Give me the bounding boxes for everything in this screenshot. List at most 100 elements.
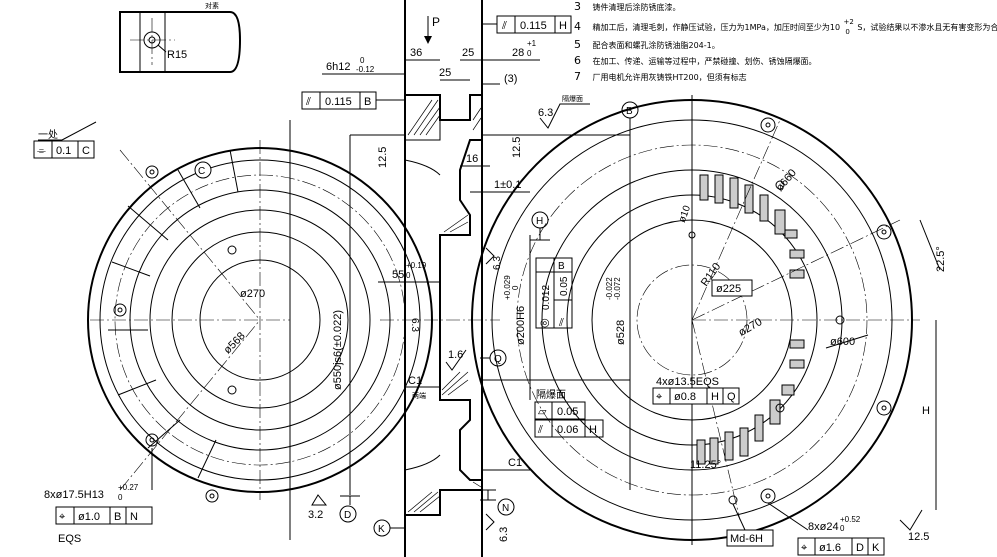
dia225-label: ø225: [716, 283, 741, 295]
ang1125-label: 11.25°: [690, 459, 721, 471]
holes4-label: 4xø13.5EQS: [656, 376, 719, 388]
dim16: 16: [466, 153, 478, 165]
frame-c-datum: C: [82, 145, 90, 157]
dia528-label: ø528: [615, 320, 627, 345]
fins: [696, 174, 805, 465]
balloon-k: K: [373, 519, 391, 537]
svg-text:ø1.6: ø1.6: [819, 542, 841, 554]
yichu-label: 一处: [38, 129, 58, 141]
dia568-label: ø568: [222, 330, 248, 356]
dia600-label: ø600: [830, 336, 855, 348]
svg-text:6 在加工、传递、运输等过程中，严禁碰撞、划伤、: 6 在加工、传递、运输等过程中，严禁碰撞、划伤、锈蚀隔爆面。: [574, 54, 817, 67]
frame-b: ⫽ 0.115 B: [301, 91, 377, 110]
svg-text:H: H: [536, 216, 543, 227]
dim63-bot: 6.3: [498, 527, 510, 542]
svg-text:⌖: ⌖: [656, 391, 662, 403]
note-4-sup: +2: [844, 18, 854, 26]
dim25b: 25: [462, 47, 474, 59]
note-3-num: 3: [574, 0, 581, 13]
note-5-text: 配合表面和螺孔涂防锈油脂204-1。: [593, 40, 720, 50]
svg-text:7 厂用电机允许用灰铸铁HT200，但须有标志: 7 厂用电机允许用灰铸铁HT200，但须有标志: [574, 70, 747, 83]
svg-text:⌖: ⌖: [801, 542, 807, 554]
holes24-label: 8xø24: [808, 521, 839, 533]
balloon-n: N: [497, 498, 515, 516]
liangduan-label: 两端: [412, 391, 426, 400]
svg-text:▱: ▱: [538, 406, 547, 418]
note-5-num: 5: [574, 38, 581, 51]
rough125-label: 12.5: [908, 531, 929, 543]
dim36: 36: [410, 47, 422, 59]
dia528-lo: -0.072: [613, 277, 622, 300]
dim55-lo: 0: [406, 271, 411, 280]
dim55-up: +0.19: [406, 261, 427, 270]
frame-bn: ⌖ ø1.0 B N: [55, 506, 153, 525]
r125-left: 12.5: [377, 147, 389, 168]
dim28-tol: +1: [527, 39, 537, 48]
note-3-text: 铸件清理后涂防锈底漆。: [593, 2, 681, 12]
svg-text:N: N: [502, 503, 509, 514]
geba-label: 隔爆面: [536, 389, 566, 401]
r15-label: R15: [167, 49, 187, 61]
frame-hq: ⌖ ø0.8 H Q: [652, 387, 740, 405]
svg-text:5 配合表面和螺孔涂防锈油脂204-1。: 5 配合表面和螺孔涂防锈油脂204-1。: [574, 38, 720, 51]
dim28: 28: [512, 47, 524, 59]
frame-bn-d1: B: [114, 511, 121, 523]
ang225-label: 22.5°: [935, 246, 947, 272]
dim6h12-up: 0: [360, 56, 365, 65]
eqs-label: EQS: [58, 533, 81, 545]
c1a-label: C1: [408, 375, 422, 387]
dia10-label: ø10: [677, 204, 693, 224]
c1b-label: C1: [508, 457, 522, 469]
svg-text:H: H: [589, 424, 597, 436]
holes-tol-lo: 0: [118, 493, 123, 502]
svg-text:D: D: [344, 510, 351, 521]
svg-text:ø0.8: ø0.8: [674, 391, 696, 403]
svg-text:Q: Q: [727, 391, 736, 403]
note-4-sub: 0: [845, 28, 849, 36]
note-4-text: 精加工后，清理毛刺，作静压试验，压力为1MPa，加压时间至少为10: [593, 22, 841, 32]
svg-text:K: K: [872, 542, 880, 554]
duisu-label: 对素: [205, 1, 219, 10]
svg-text:0.05: 0.05: [559, 276, 570, 296]
svg-text:H: H: [711, 391, 719, 403]
svg-text:⫽: ⫽: [558, 317, 564, 329]
dim32: 3.2: [308, 509, 323, 521]
note-4-num: 4: [574, 20, 581, 33]
balloon-q: Q: [489, 349, 507, 367]
md6h-label: Md-6H: [730, 533, 763, 545]
rough63-top: 6.3: [538, 107, 553, 119]
left-view: R15 对素: [33, 1, 433, 545]
frame-bn-symbol: ⌖: [59, 511, 65, 523]
dim-h: H: [922, 405, 930, 417]
geba-small: 隔爆面: [562, 94, 583, 103]
dia660-label: ø660: [774, 167, 799, 194]
svg-text:0.115: 0.115: [325, 96, 352, 108]
frame-run: ⫽ 0.06 H: [534, 419, 604, 438]
dim6h12-lo: -0.12: [356, 65, 375, 74]
svg-text:0.05: 0.05: [557, 406, 578, 418]
frame-bn-value: ø1.0: [78, 511, 100, 523]
balloon-h: H: [531, 211, 549, 229]
svg-text:◎: ◎: [540, 317, 550, 329]
dim28-tol-lo: 0: [527, 49, 532, 58]
balloon-c: C: [194, 161, 212, 179]
frame-c: ⌯ 0.1 C: [33, 140, 95, 159]
section-view: ⫽ 0.115 H P 36 25 25 28 +1 0 (3) 6h12 0 …: [301, 0, 639, 557]
dim3: (3): [504, 73, 517, 85]
rough63-inner: 6.3: [409, 318, 420, 332]
dia200-label: ø200H6: [515, 306, 527, 345]
dim1: 1±0.1: [494, 179, 521, 191]
right-view: ø660 ø10 R110 ø225 22.5° ø270 ø600 4xø13…: [471, 95, 947, 556]
svg-text:0.06: 0.06: [557, 424, 578, 436]
dia550-label: ø550js6(±0.022): [332, 310, 344, 390]
holes24-lo: 0: [840, 524, 845, 533]
note-7-num: 7: [574, 70, 581, 83]
svg-text:Q: Q: [494, 354, 502, 365]
dia528-up: -0.022: [605, 277, 614, 300]
note-7-text: 厂用电机允许用灰铸铁HT200，但须有标志: [593, 72, 747, 82]
svg-text:4 精加工后，清理毛刺，作静压试验，压力为1MP: 4 精加工后，清理毛刺，作静压试验，压力为1MPa，加压时间至少为10 +2 0…: [574, 14, 997, 37]
svg-text:⫽: ⫽: [501, 20, 507, 32]
note-6-text: 在加工、传递、运输等过程中，严禁碰撞、划伤、锈蚀隔爆面。: [593, 56, 817, 66]
frame-dk: ⌖ ø1.6 D K: [797, 537, 885, 556]
